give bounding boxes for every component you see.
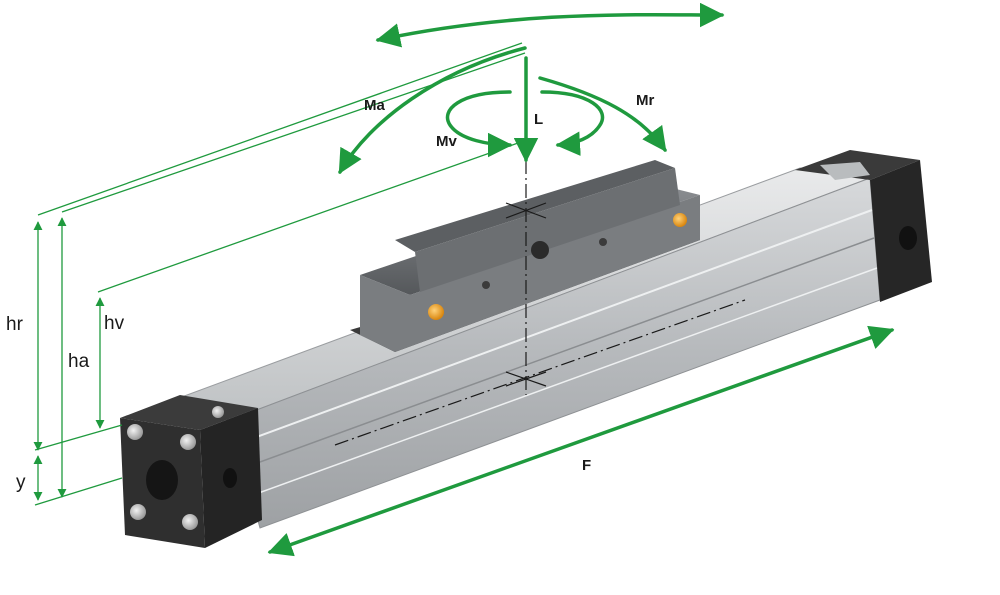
label-f: F [582,457,591,474]
moment-arrow-mr [538,76,667,152]
carriage-hole [599,238,607,246]
carriage-hole [482,281,490,289]
end-cap-port [223,468,237,488]
moment-arrow-mv [445,90,513,158]
moment-arrow-ma [375,2,725,48]
label-l: L [534,111,543,128]
end-cap-bolt [130,504,146,520]
lubrication-knob [673,213,687,227]
label-mr: Mr [636,92,654,109]
end-cap-bolt [212,406,224,418]
actuator-body [120,150,932,548]
end-cap-port [899,226,917,250]
leader-line-base-top [34,424,123,451]
leader-line-hr-top [61,52,526,213]
label-mv: Mv [436,133,457,150]
label-ma: Ma [364,97,385,114]
moment-arrow-ma-down [338,46,527,175]
labels: Ma Mr Mv L F hr ha hv y [6,92,654,493]
end-cap-port [146,460,178,500]
leader-line-ma [37,42,523,216]
carriage-rib-face [415,168,680,292]
carriage-hole [531,241,549,259]
leader-line-base-bottom [34,477,123,506]
moment-arrow-mv-right [540,90,605,156]
label-y: y [16,472,26,493]
left-end-cap [120,395,262,548]
end-cap-bolt [180,434,196,450]
label-ha: ha [68,351,90,372]
end-cap-bolt [182,514,198,530]
right-end-cap [795,150,932,302]
load-arrows [267,2,895,557]
dimension-lines [33,42,526,506]
carriage-rib [395,160,675,252]
end-cap-bolt [127,424,143,440]
end-cap-bracket [820,162,870,180]
force-arrow-f [267,325,895,557]
lubrication-knob [428,304,444,320]
label-hr: hr [6,314,24,335]
leader-line-hv-top [97,142,519,293]
carriage [350,160,700,352]
carriage-front [360,195,700,352]
label-hv: hv [104,313,125,334]
